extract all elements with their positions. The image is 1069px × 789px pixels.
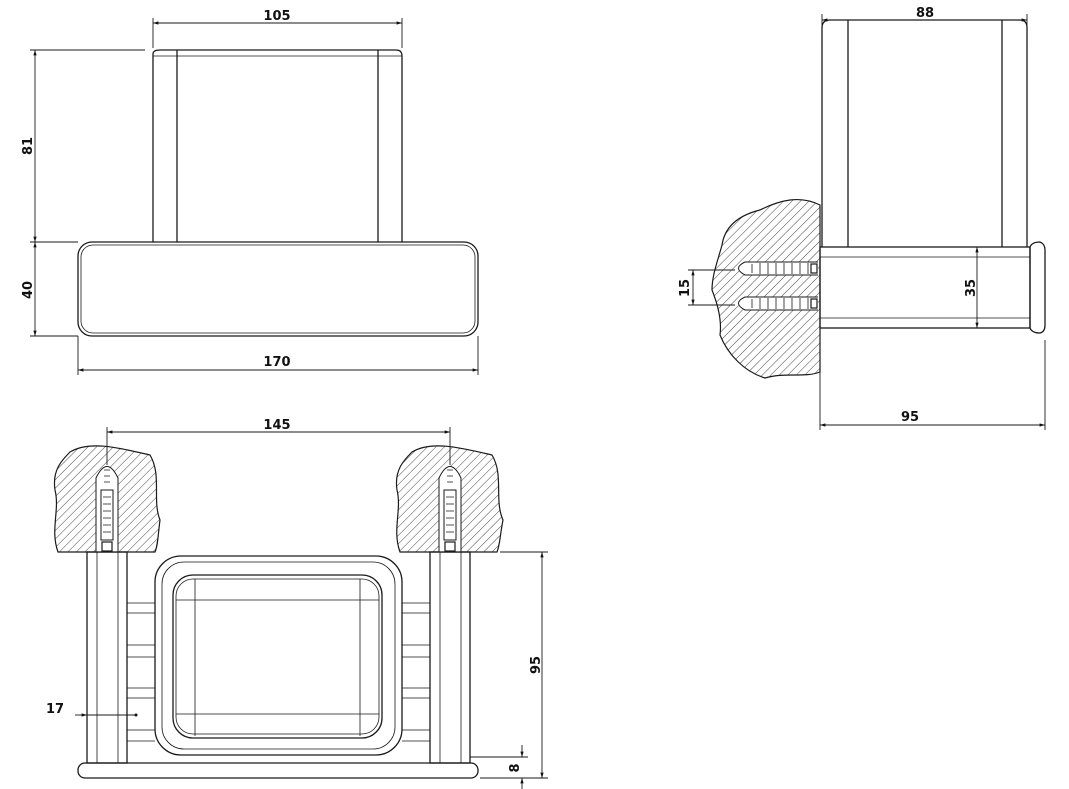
dim-plate-thickness: 8 [508,763,523,772]
wall-section [711,199,821,379]
dim-screw-spacing: 15 [678,279,693,297]
dim-projection: 95 [901,410,919,425]
dim-base-height: 40 [21,281,36,299]
base-outline [77,241,479,337]
base-plate [77,762,479,779]
dim-cup-depth: 88 [916,6,934,21]
glass-bowl [172,574,383,739]
cross-bars [127,602,430,742]
front-view: 105 81 40 170 [21,9,479,375]
top-view: 145 95 8 17 [46,418,548,789]
dim-screw-distance: 145 [263,418,290,433]
dim-band-height: 35 [964,279,979,297]
side-view: 88 35 15 95 [678,6,1046,430]
holder-frame [154,555,403,756]
dim-cup-width: 105 [263,9,290,24]
anchor-left [95,466,119,553]
post-right [429,551,471,764]
dim-cup-height: 81 [21,137,36,155]
cup-outline [152,49,403,242]
post-left [86,551,128,764]
flange [1029,241,1046,334]
screw-upper [738,261,818,276]
screw-lower [738,296,818,311]
dim-base-width: 170 [263,355,290,370]
dim-post-offset: 17 [46,702,64,717]
band-outline [819,246,1031,329]
anchor-right [438,466,462,553]
dim-height: 95 [529,656,544,674]
